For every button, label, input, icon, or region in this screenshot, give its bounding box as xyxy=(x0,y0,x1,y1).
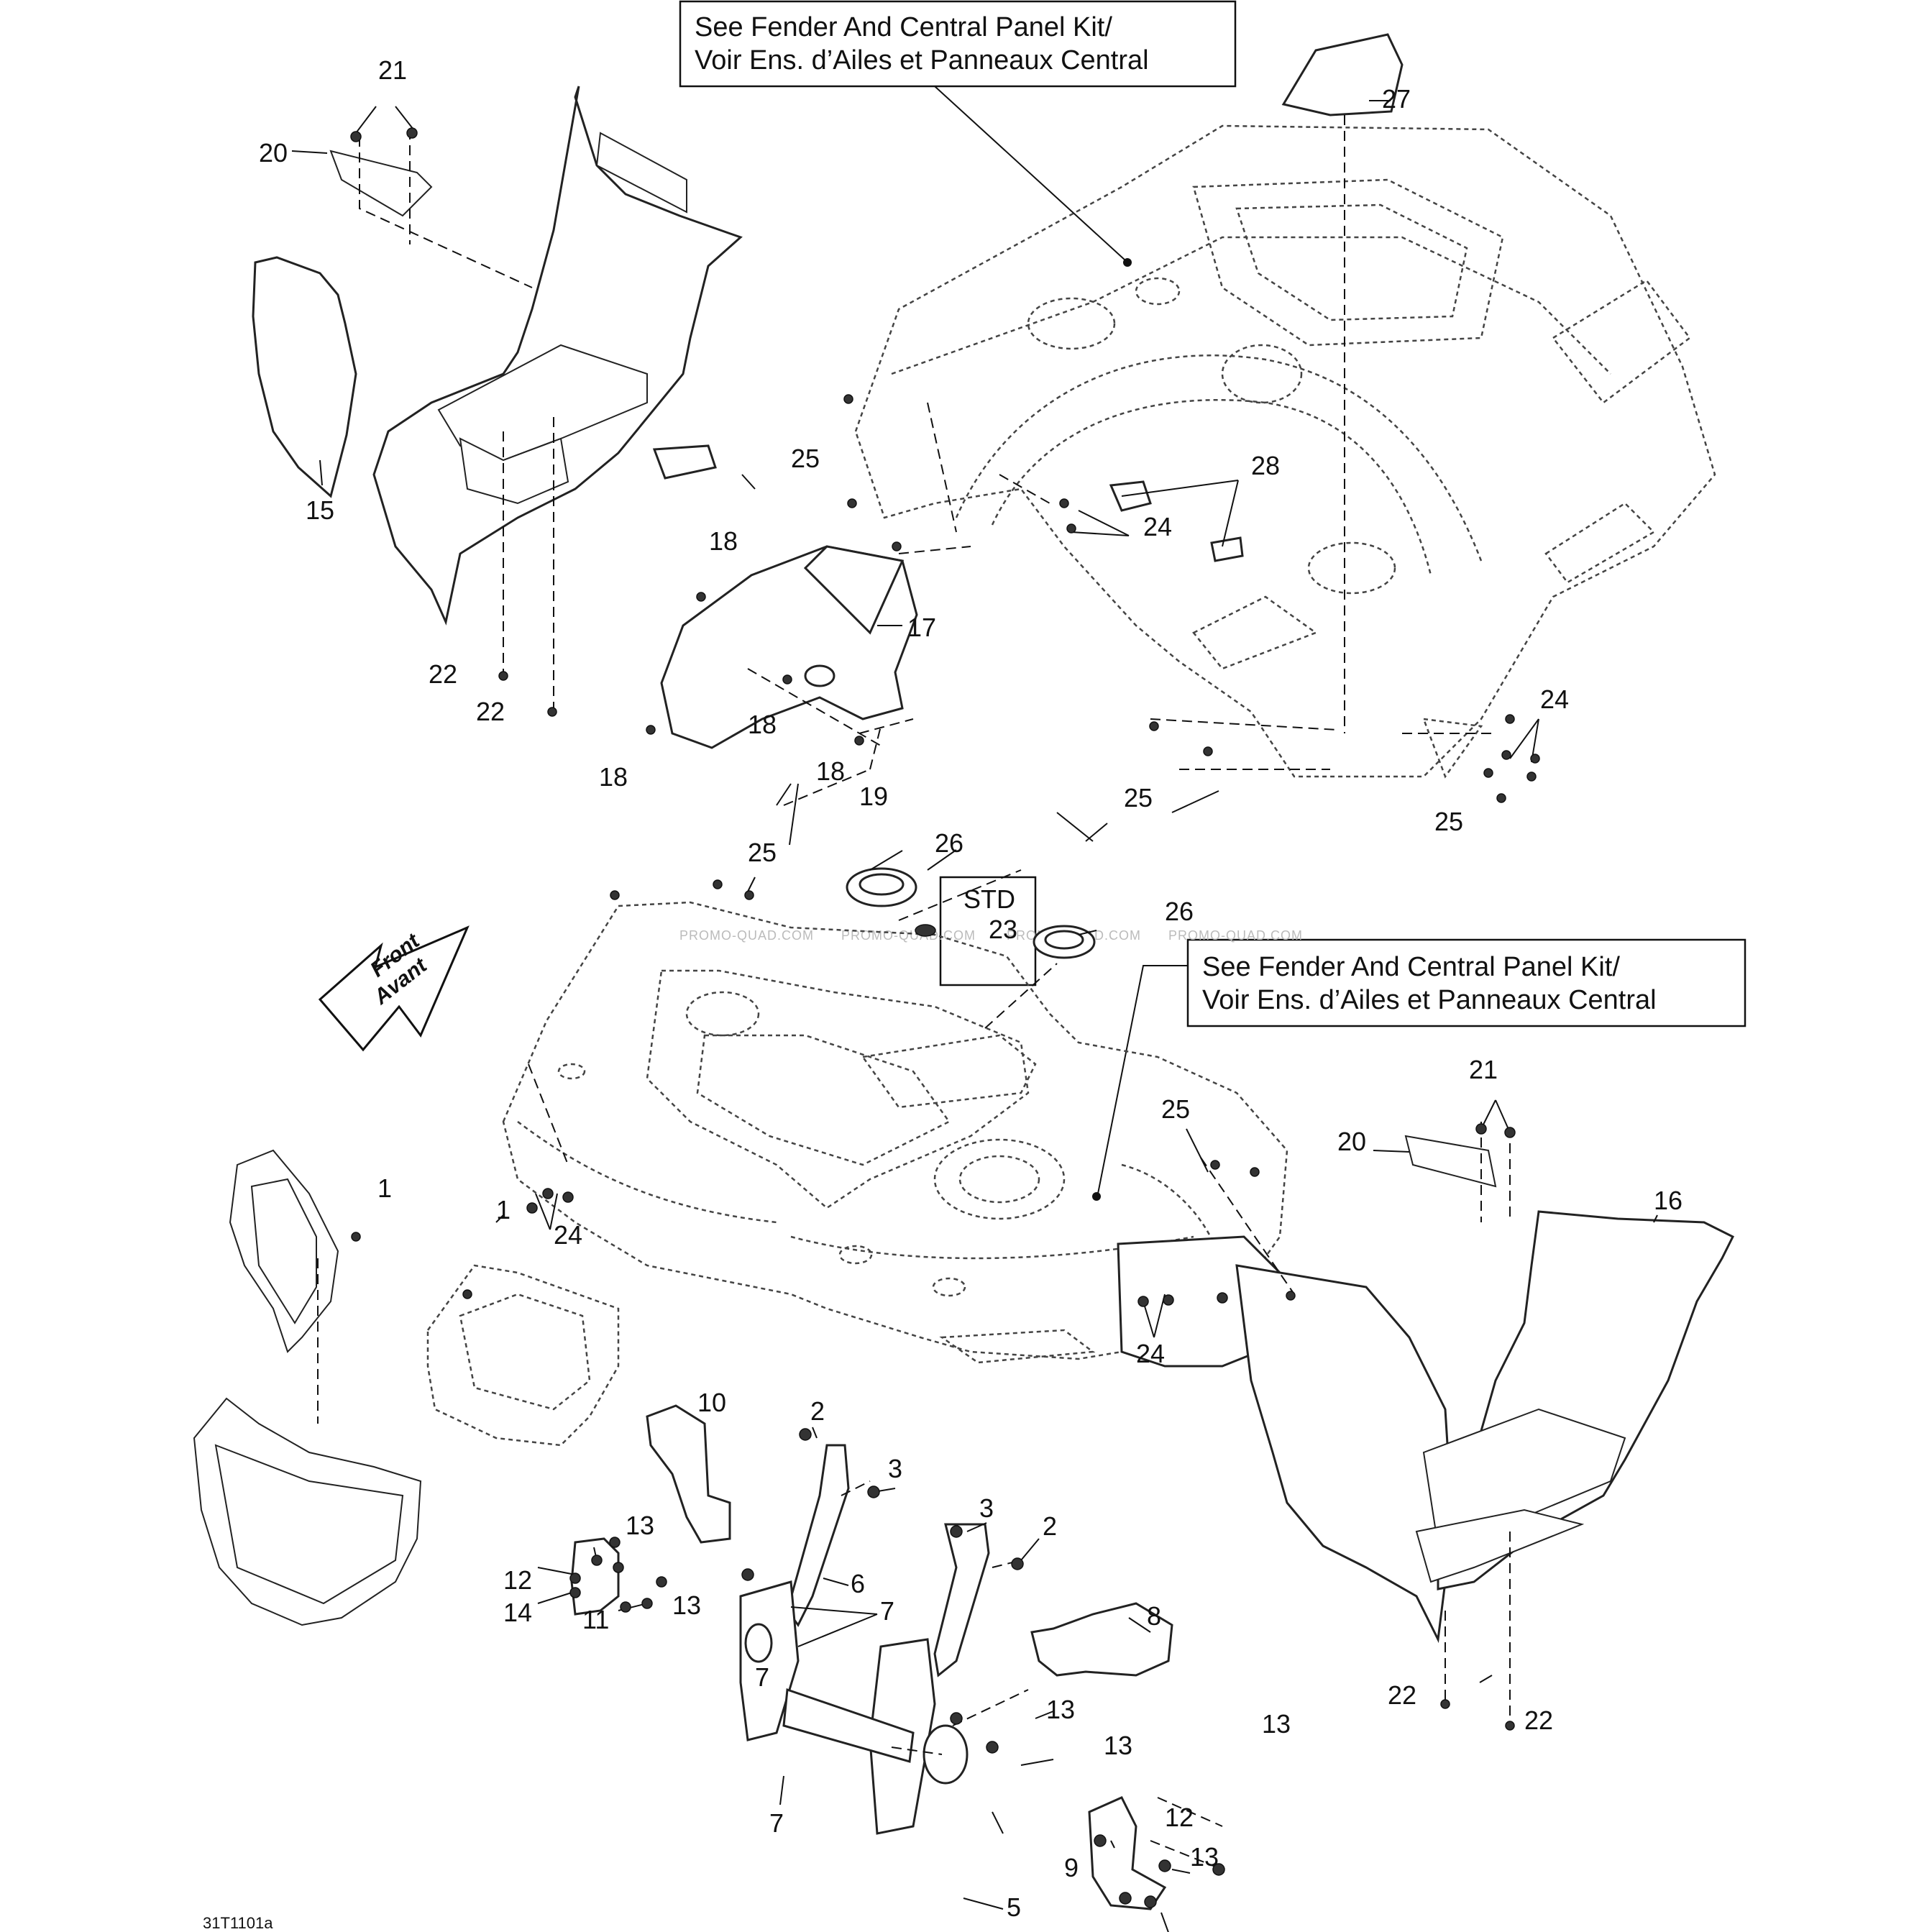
callout-7c: 7 xyxy=(755,1662,769,1692)
callout-24b: 24 xyxy=(1540,685,1569,714)
callout-25c: 25 xyxy=(1161,1094,1190,1124)
svg-text:PROMO-QUAD.COM: PROMO-QUAD.COM xyxy=(841,928,976,943)
note-top-line1: See Fender And Central Panel Kit/ xyxy=(695,12,1112,42)
callout-7a: 7 xyxy=(880,1596,894,1626)
front-bracket-part-6 xyxy=(739,1444,990,1835)
note-bottom-line2: Voir Ens. d’Ailes et Panneaux Central xyxy=(1202,985,1657,1015)
callout-26a: 26 xyxy=(935,828,963,858)
callout-22c: 22 xyxy=(1388,1680,1416,1710)
callout-19: 19 xyxy=(859,782,888,811)
callout-1b: 1 xyxy=(377,1173,392,1203)
callout-3a: 3 xyxy=(888,1454,902,1483)
callout-22d: 22 xyxy=(1524,1706,1553,1735)
callout-24a: 24 xyxy=(1143,512,1172,541)
bracket-part-10 xyxy=(646,1404,731,1544)
bracket-part-17 xyxy=(660,545,918,749)
callout-4: 4 xyxy=(1005,1928,1020,1932)
callout-27: 27 xyxy=(1382,84,1411,114)
callout-24d: 24 xyxy=(1136,1339,1165,1368)
callout-13a: 13 xyxy=(626,1511,654,1540)
bracket-part-9 xyxy=(1088,1796,1167,1910)
callout-8: 8 xyxy=(1147,1601,1161,1631)
callout-labels: 1 1 2 2 3 3 4 5 6 7 7 7 8 9 10 11 12 12 … xyxy=(259,55,1683,1932)
callout-5: 5 xyxy=(1007,1892,1021,1922)
callout-13e: 13 xyxy=(1190,1842,1219,1872)
front-grille-lower xyxy=(193,1397,422,1626)
callout-15: 15 xyxy=(306,495,334,525)
callout-13f: 13 xyxy=(1262,1709,1291,1739)
callout-17: 17 xyxy=(907,613,936,642)
std-label: STD xyxy=(963,884,1015,914)
callout-25e: 25 xyxy=(1434,807,1463,836)
callout-13b: 13 xyxy=(672,1590,701,1620)
callout-12b: 12 xyxy=(1165,1803,1194,1832)
grommet-part-23 xyxy=(915,924,936,937)
figure-code: 31T1101a xyxy=(203,1914,273,1932)
svg-text:PROMO-QUAD.COM: PROMO-QUAD.COM xyxy=(679,928,814,943)
std-box: STD xyxy=(939,876,1037,986)
callout-1a: 1 xyxy=(496,1195,511,1224)
callout-9: 9 xyxy=(1064,1853,1079,1882)
callout-25a: 25 xyxy=(791,444,820,473)
callout-3b: 3 xyxy=(979,1493,994,1523)
rear-fender-assembly xyxy=(854,124,1716,779)
callout-24c: 24 xyxy=(554,1220,582,1250)
cap-part-28 xyxy=(1109,480,1244,562)
callout-21a: 21 xyxy=(378,55,407,85)
callout-18b: 18 xyxy=(748,710,777,739)
callout-20b: 20 xyxy=(1337,1127,1366,1156)
callout-6: 6 xyxy=(851,1569,865,1598)
callout-16: 16 xyxy=(1654,1186,1683,1215)
footrest-part-20-left xyxy=(329,150,433,217)
callout-18c: 18 xyxy=(816,756,845,786)
front-grille-panel-part-1 xyxy=(426,1264,620,1447)
note-box-bottom: See Fender And Central Panel Kit/ Voir E… xyxy=(1092,938,1746,1201)
callout-18d: 18 xyxy=(599,762,628,792)
callout-14a: 14 xyxy=(503,1598,532,1627)
callout-12a: 12 xyxy=(503,1565,532,1595)
note-box-top: See Fender And Central Panel Kit/ Voir E… xyxy=(679,0,1237,267)
front-arrow: Front Avant xyxy=(318,925,470,1052)
callout-22a: 22 xyxy=(429,659,457,689)
callout-23: 23 xyxy=(989,915,1017,944)
leader-lines xyxy=(291,100,1658,1932)
bracket-part-11 xyxy=(570,1537,620,1616)
footrest-part-20-right xyxy=(1404,1135,1497,1188)
callout-13d: 13 xyxy=(1104,1731,1132,1760)
callout-22b: 22 xyxy=(476,697,505,726)
watermark: PROMO-QUAD.COM PROMO-QUAD.COM PROMO-QUAD… xyxy=(679,928,1303,943)
callout-2b: 2 xyxy=(1043,1511,1057,1541)
assembly-lines xyxy=(317,115,1511,1870)
note-top-line2: Voir Ens. d’Ailes et Panneaux Central xyxy=(695,45,1149,75)
callout-13c: 13 xyxy=(1046,1695,1075,1724)
callout-20a: 20 xyxy=(259,138,288,168)
callout-2a: 2 xyxy=(810,1396,825,1426)
cap-part-26 xyxy=(846,867,917,907)
callout-18a: 18 xyxy=(709,526,738,556)
callout-25b: 25 xyxy=(748,838,777,867)
hardware xyxy=(350,127,1540,1908)
front-grille-upper-part-1 xyxy=(229,1149,339,1353)
cover-part-27 xyxy=(1281,33,1404,116)
cap-part-26b xyxy=(1033,925,1096,959)
callout-7b: 7 xyxy=(769,1808,784,1838)
right-footwell-part-16 xyxy=(1117,1210,1735,1644)
callout-10: 10 xyxy=(697,1388,726,1417)
bracket-part-8 xyxy=(1030,1602,1173,1677)
callout-21b: 21 xyxy=(1469,1055,1498,1084)
svg-text:PROMO-QUAD.COM: PROMO-QUAD.COM xyxy=(1168,928,1303,943)
callout-26b: 26 xyxy=(1165,897,1194,926)
callout-28: 28 xyxy=(1251,451,1280,480)
left-footwell-part-15 xyxy=(252,86,743,626)
note-bottom-line1: See Fender And Central Panel Kit/ xyxy=(1202,952,1620,982)
callout-11: 11 xyxy=(582,1605,609,1634)
callout-25d: 25 xyxy=(1124,783,1153,812)
